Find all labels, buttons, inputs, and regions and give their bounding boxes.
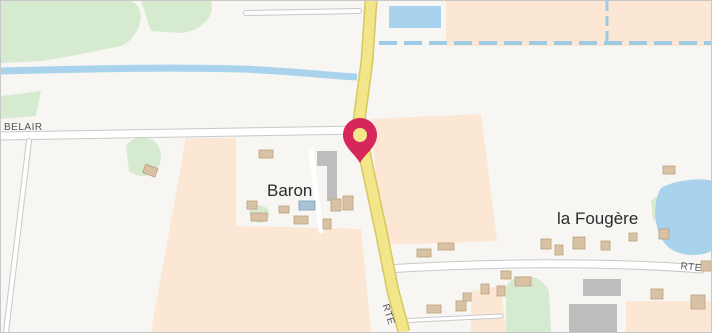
building [700, 260, 711, 272]
woodland-patch [141, 1, 212, 33]
buildings [142, 149, 711, 314]
woodland-patch [506, 275, 551, 332]
building [426, 304, 442, 314]
building [662, 165, 676, 175]
building [455, 300, 467, 312]
building [500, 270, 512, 280]
building [246, 200, 258, 210]
building [322, 218, 332, 230]
farmland-areas [151, 1, 711, 332]
industrial-building [569, 304, 617, 332]
map-pin-icon[interactable] [343, 118, 377, 163]
building [142, 163, 159, 178]
building [416, 248, 432, 258]
building [330, 198, 342, 212]
building [250, 212, 268, 222]
building [342, 195, 354, 211]
place-label-la-fougere: la Fougère [557, 209, 639, 228]
building [690, 294, 706, 310]
industrial-building [317, 151, 337, 201]
building-blue-roof [298, 200, 316, 211]
place-label-baron: Baron [267, 181, 313, 200]
building [514, 276, 532, 287]
road-rte-east [382, 260, 705, 273]
building [658, 228, 670, 240]
building [600, 240, 611, 251]
building [572, 236, 586, 250]
water-features [1, 1, 711, 256]
minor-roads [1, 8, 706, 332]
building [278, 205, 290, 214]
main-road-fill [353, 1, 409, 332]
building [480, 283, 490, 295]
lane-baron [308, 148, 324, 234]
woodland-patch [1, 1, 141, 63]
building [650, 288, 664, 300]
building [462, 292, 472, 302]
road-north [244, 9, 361, 15]
industrial-building [583, 279, 621, 296]
building [554, 244, 564, 256]
farmland-field [371, 114, 497, 245]
map-pin-center [353, 128, 367, 142]
main-road [352, 1, 411, 332]
road-label-rte-east: RTE [679, 261, 703, 275]
building [258, 149, 274, 159]
building [293, 215, 309, 225]
farmland-field [626, 301, 711, 332]
river [1, 64, 358, 81]
building [628, 232, 638, 242]
road-west [4, 139, 31, 332]
building [437, 242, 455, 251]
building [540, 238, 552, 250]
road-label-belair: BELAIR [4, 122, 43, 133]
road-south [394, 314, 503, 323]
industrial-buildings [317, 151, 621, 332]
farmland-field [151, 138, 371, 332]
pond-north [389, 6, 441, 28]
road-belair [1, 126, 363, 140]
building [496, 285, 506, 297]
farmland-field [446, 1, 711, 46]
woodland-patch [1, 91, 41, 119]
farmland-field [471, 286, 506, 332]
